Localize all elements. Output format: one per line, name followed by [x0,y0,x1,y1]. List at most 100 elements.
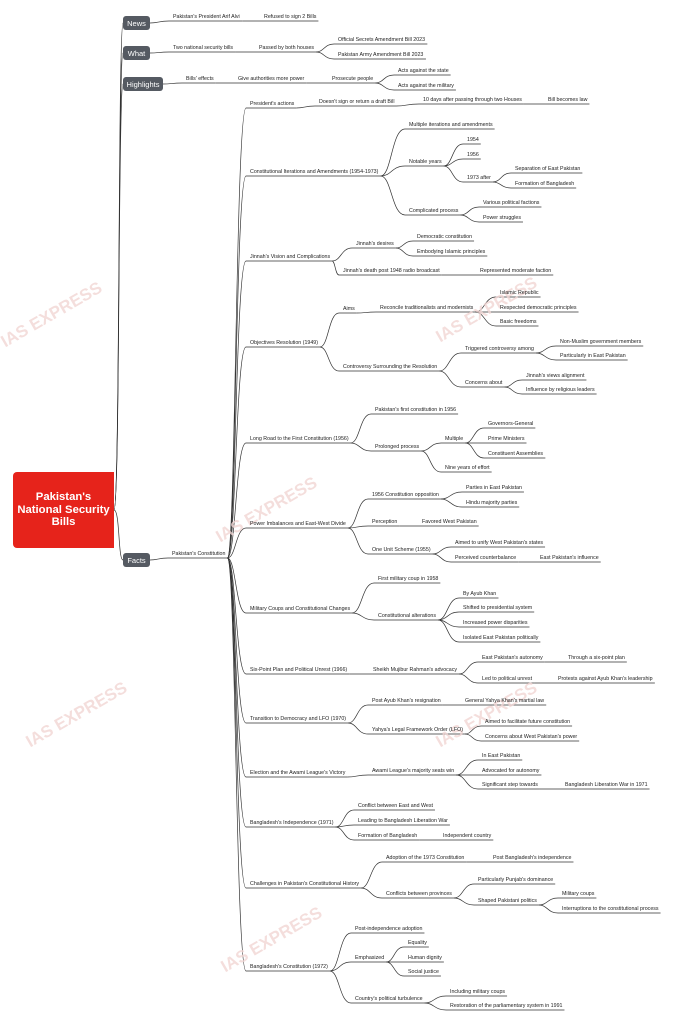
node-d5: Respected democratic principles [500,305,577,311]
tag-facts[interactable]: Facts [123,553,150,567]
connector-i4 [437,597,460,621]
connector-g3 [440,491,463,500]
connector-p9 [424,1002,447,1011]
connector-d6 [475,311,497,327]
connector-b8 [492,181,512,189]
node-k6: Concerns about West Pakistan's power [485,734,578,740]
connector-k2 [348,704,369,724]
connector-e5 [465,427,485,444]
connector-d3 [356,311,377,314]
connector-b6 [443,165,464,183]
connector-m2 [335,809,355,828]
connector-d11 [439,370,462,388]
connector-e2 [350,413,372,444]
connector-c2 [332,247,353,262]
node-c4: Embodying Islamic principles [417,249,486,255]
connector-n1 [149,20,170,24]
node-b9: Complicated process [409,208,459,214]
node-k1: Transition to Democracy and LFO (1970) [250,716,347,722]
connector-o8 [538,904,559,914]
connector-e3 [350,442,372,452]
connector-c3 [395,240,414,249]
connector-i5 [437,611,460,621]
node-o7: Military coups [562,891,595,897]
connector-c4 [395,247,414,257]
node-g5: Perception [372,519,398,525]
node-o1: Challenges in Pakistan's Constitutional … [250,881,360,887]
node-e3: Prolonged process [375,444,420,450]
node-w4: Pakistan Army Amendment Bill 2023 [338,52,424,58]
node-l1: Election and the Awami League's Victory [250,770,346,776]
node-i4: By Ayub Khan [463,591,497,597]
node-w3: Official Secrets Amendment Bill 2023 [338,37,426,43]
node-h2: Give authorities more power [238,76,305,82]
node-n1: Pakistan's President Arif Alvi [173,14,240,20]
node-e4: Multiple [445,436,464,442]
connector-e7 [465,442,485,459]
node-l3: In East Pakistan [482,753,521,759]
node-p6: Social justice [408,969,439,975]
node-p1: Bangladesh's Constitution (1972) [250,964,328,970]
node-g10: East Pakistan's influence [540,555,599,561]
node-n2: Refused to sign 2 Bills [264,14,317,20]
connector-b2 [380,128,406,177]
connector-g5 [347,525,369,529]
node-d10: Particularly in East Pakistan [560,353,626,359]
node-j1: Six-Point Plan and Political Unrest (196… [250,667,348,673]
connector-l2 [347,774,369,778]
node-l4: Advocated for autonomy [482,768,540,774]
connector-a2 [296,105,316,109]
node-m3: Leading to Bangladesh Liberation War [358,818,448,824]
connector-h1 [162,82,183,85]
tag-highlights[interactable]: Highlights [123,77,163,91]
connector-o1 [227,557,247,889]
node-b8: Formation of Bangladesh [515,181,575,187]
node-i6: Increased power disparities [463,620,528,626]
node-e5: Governors-General [488,421,534,427]
node-b2: Multiple iterations and amendments [409,122,493,128]
connector-p6 [386,961,405,977]
connector-g9 [432,553,452,563]
node-j3: East Pakistan's autonomy [482,655,543,661]
connector-d10 [535,352,557,361]
connector-d13 [504,386,523,395]
connector-d9 [535,345,557,354]
connector-e8 [421,450,442,473]
root-title: Pakistan's National Security Bills [13,472,114,548]
tag-news[interactable]: News [123,16,150,30]
node-p4: Equality [408,940,427,946]
node-c3: Democratic constitution [417,234,473,240]
tag-what[interactable]: What [123,46,150,60]
connector-l5 [456,774,479,790]
node-g4: Hindu majority parties [466,500,518,506]
connector-g4 [440,498,463,508]
connector-i2 [352,582,375,614]
node-j5: Led to political unrest [482,676,533,682]
connector-b4 [443,143,464,167]
connector-p8 [424,995,447,1004]
connector-o5 [453,883,475,899]
node-b10: Various political factions [483,200,540,206]
connector-a3 [396,103,420,107]
connector-root-facts [113,509,124,561]
connector-w3 [316,43,335,53]
node-d7: Controversy Surrounding the Resolution [343,364,438,370]
connector-c5 [331,260,340,276]
node-g2: 1956 Constitution opposition [372,492,439,498]
connector-i3 [352,612,375,621]
node-o8: Interruptions to the constitutional proc… [562,906,659,912]
connector-p1 [227,557,247,972]
connector-p2 [329,932,352,972]
node-j2: Sheikh Mujibur Rahman's advocacy [373,667,458,673]
node-m1: Bangladesh's Independence (1971) [250,820,334,826]
node-g8: Aimed to unify West Pakistan's states [455,540,544,546]
node-c5: Jinnah's death post 1948 radio broadcast [343,268,440,274]
connector-c1 [227,260,247,559]
node-b3: Notable years [409,159,442,165]
node-a1: President's actions [250,101,295,107]
node-h5: Acts against the military [398,83,454,89]
connector-e1 [227,442,247,559]
connector-d12 [504,379,523,388]
node-o3: Post Bangladesh's independence [493,855,572,861]
node-h4: Acts against the state [398,68,449,74]
